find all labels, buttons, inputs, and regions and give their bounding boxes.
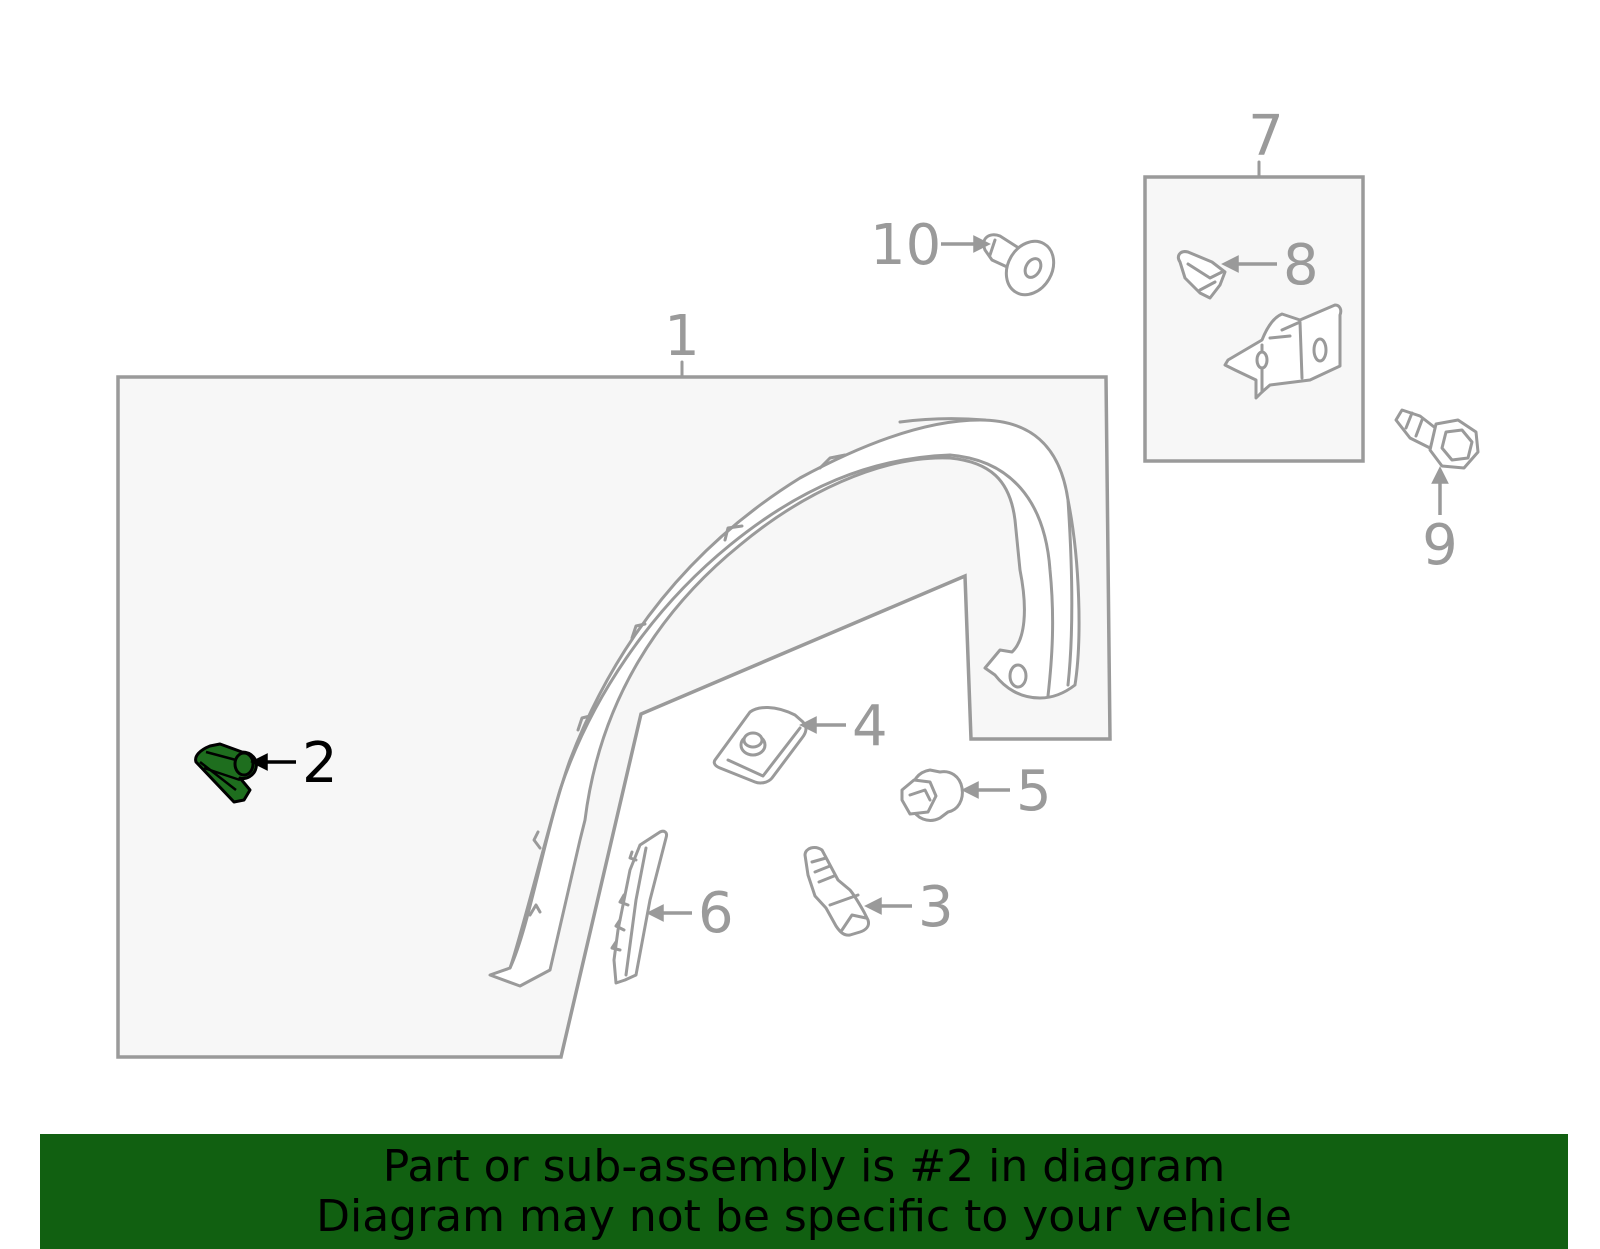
stud-bolt-part-3 bbox=[803, 846, 870, 937]
callout-1: 1 bbox=[664, 304, 700, 369]
clip-part-8 bbox=[1176, 250, 1227, 300]
callout-2: 2 bbox=[302, 731, 338, 796]
callout-4: 4 bbox=[852, 694, 888, 759]
push-retainer-part-10 bbox=[982, 233, 1056, 297]
banner-line-1: Part or sub-assembly is #2 in diagram bbox=[382, 1140, 1226, 1192]
fender-flare-part-1 bbox=[488, 417, 1081, 988]
flange-nut-part-5 bbox=[900, 768, 964, 822]
screw-part-9 bbox=[1394, 408, 1480, 470]
callout-9: 9 bbox=[1422, 513, 1458, 578]
callout-6: 6 bbox=[698, 881, 734, 946]
banner-line-2: Diagram may not be specific to your vehi… bbox=[316, 1190, 1292, 1242]
callout-10: 10 bbox=[870, 213, 941, 278]
info-banner: Part or sub-assembly is #2 in diagram Di… bbox=[40, 1134, 1568, 1249]
callout-5: 5 bbox=[1016, 759, 1052, 824]
callout-8: 8 bbox=[1283, 233, 1319, 298]
trim-strip-part-6 bbox=[610, 829, 668, 985]
clip-part-2-highlighted bbox=[194, 742, 258, 804]
assembly-box-1 bbox=[116, 375, 1112, 1059]
callout-3: 3 bbox=[918, 875, 954, 940]
callout-7: 7 bbox=[1248, 104, 1284, 169]
clip-nut-part-4 bbox=[712, 706, 808, 785]
bracket-clip-part-7 bbox=[1223, 303, 1343, 400]
